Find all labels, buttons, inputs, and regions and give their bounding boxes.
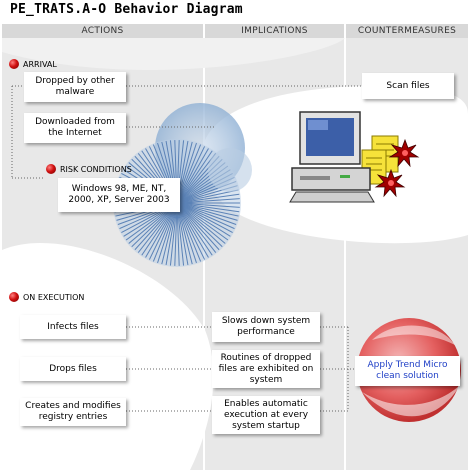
implication-slows-down: Slows down system performance [212,312,320,342]
risk-bullet [46,164,56,174]
diagram-title: PE_TRATS.A-O Behavior Diagram [10,2,243,17]
action-infects-files: Infects files [20,315,126,339]
scan-files-box: Scan files [362,73,454,99]
action-registry-entries: Creates and modifies registry entries [20,398,126,426]
arrival-item-downloaded: Downloaded from the Internet [24,113,126,143]
implication-routines-exhibited: Routines of dropped files are exhibited … [212,350,320,388]
arrival-label: ARRIVAL [23,60,57,69]
arrival-item-dropped: Dropped by other malware [24,72,126,102]
column-header-countermeasures: COUNTERMEASURES [346,24,468,38]
execution-bullet [9,292,19,302]
risk-conditions-label: RISK CONDITIONS [60,165,132,174]
on-execution-label: ON EXECUTION [23,293,85,302]
implication-automatic-execution: Enables automatic execution at every sys… [212,396,320,434]
action-drops-files: Drops files [20,357,126,381]
clean-solution-box: Apply Trend Micro clean solution [355,356,460,386]
column-header-implications: IMPLICATIONS [205,24,344,38]
column-header-actions: ACTIONS [2,24,203,38]
arrival-bullet [9,59,19,69]
risk-conditions-box: Windows 98, ME, NT, 2000, XP, Server 200… [58,178,180,212]
